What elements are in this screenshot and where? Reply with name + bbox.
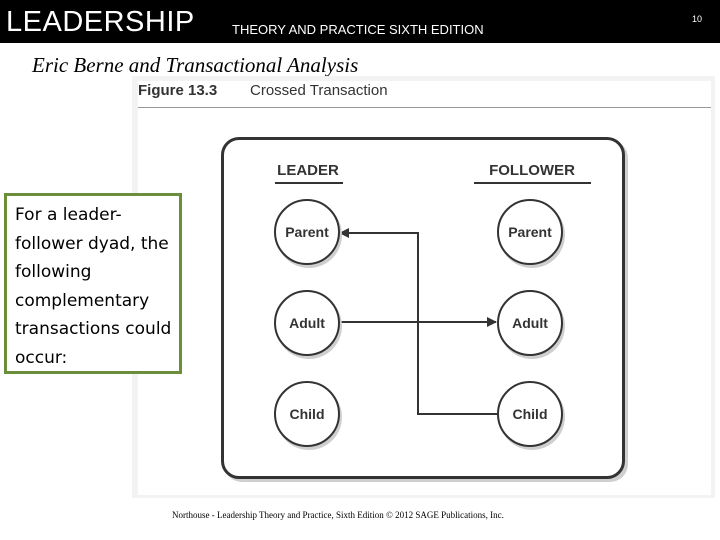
slide-title: Eric Berne and Transactional Analysis: [32, 53, 359, 77]
follower-heading: FOLLOWER: [489, 162, 575, 179]
header-bar: LEADERSHIP THEORY AND PRACTICE SIXTH EDI…: [0, 0, 720, 43]
brand-subtitle: THEORY AND PRACTICE SIXTH EDITION: [232, 22, 484, 37]
leader-heading: LEADER: [277, 162, 339, 179]
follower-child-state: Child: [497, 381, 563, 447]
figure-title: Crossed Transaction: [250, 82, 388, 99]
callout-text: For a leader-follower dyad, the followin…: [15, 205, 172, 368]
leader-child-state: Child: [274, 381, 340, 447]
follower-heading-rule: [474, 182, 591, 184]
leader-parent-state: Parent: [274, 199, 340, 265]
follower-parent-state: Parent: [497, 199, 563, 265]
arrow-child-to-parent: [339, 228, 497, 415]
leader-adult-state: Adult: [274, 290, 340, 356]
footer-citation: Northouse - Leadership Theory and Practi…: [172, 510, 504, 520]
figure-number: Figure 13.3: [138, 82, 218, 99]
follower-adult-state: Adult: [497, 290, 563, 356]
callout-box: For a leader-follower dyad, the followin…: [4, 193, 182, 374]
caption-divider: [138, 107, 711, 108]
leader-heading-rule: [275, 182, 343, 184]
brand-title: LEADERSHIP: [6, 6, 195, 38]
slide-number: 10: [692, 14, 703, 24]
